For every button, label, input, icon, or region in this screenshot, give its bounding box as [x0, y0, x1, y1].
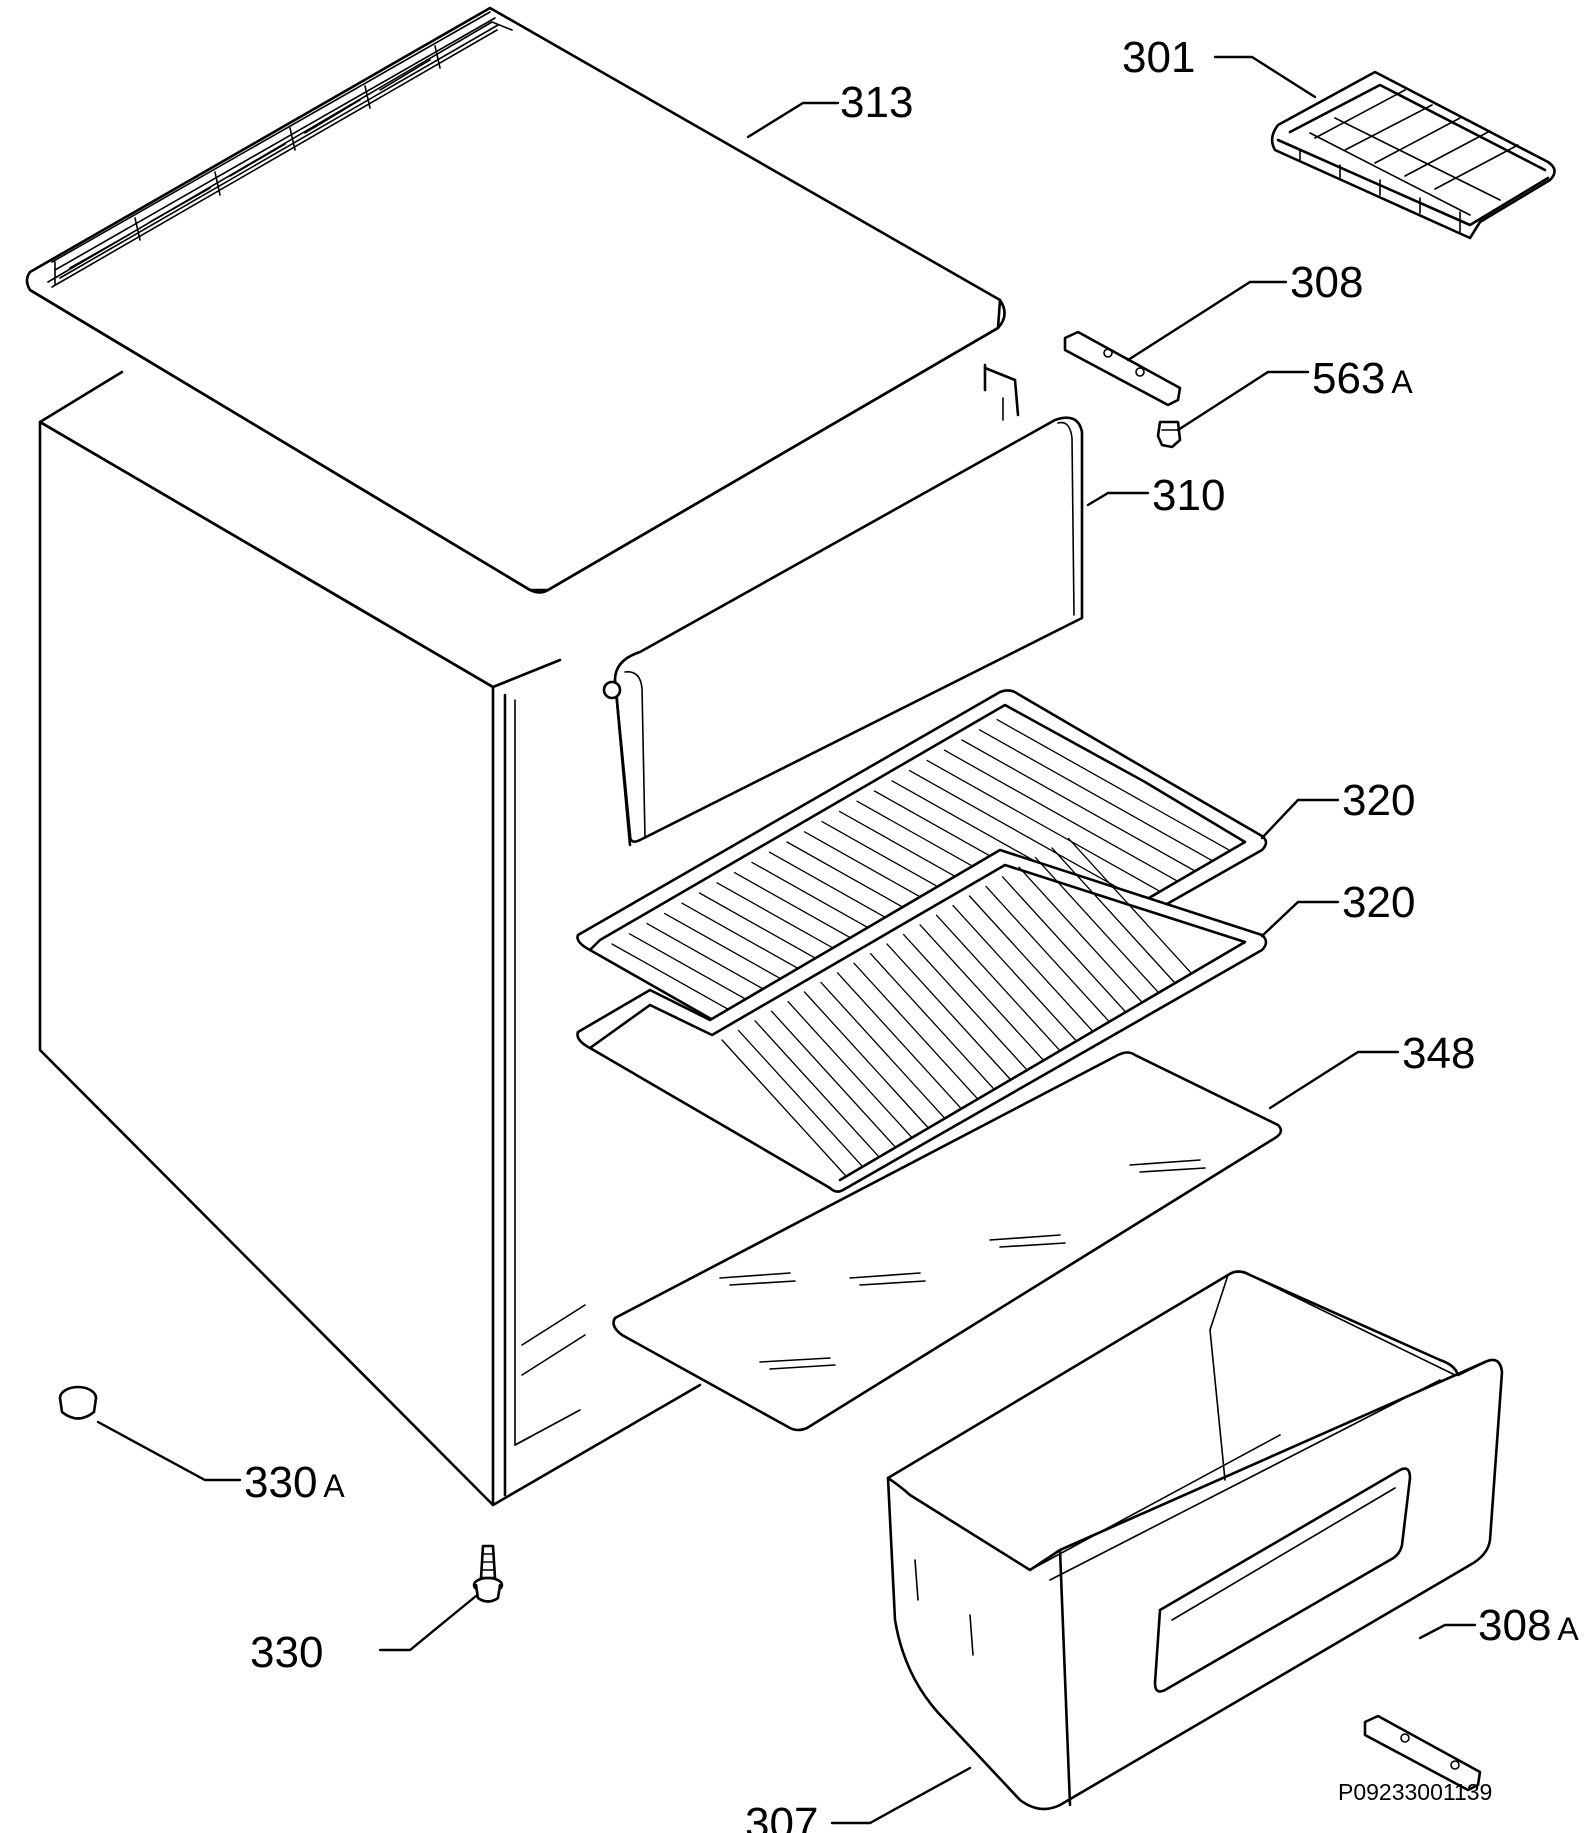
crisper-drawer	[886, 1270, 1504, 1811]
foot-cap	[58, 1385, 98, 1420]
shelf-wire	[770, 1010, 896, 1147]
adjustable-foot	[472, 1544, 504, 1603]
ice-cube-tray	[1270, 70, 1556, 240]
shelf-wire	[908, 769, 1144, 903]
top-cover	[25, 6, 1006, 594]
shelf-wire	[978, 729, 1214, 862]
drip-tray	[602, 416, 1084, 847]
shelf-wire	[1018, 866, 1143, 1003]
glass-plate	[612, 1051, 1283, 1432]
hinge-screw	[1156, 420, 1182, 449]
shelf-wire	[943, 749, 1179, 882]
callout-348: 348	[1402, 1029, 1475, 1078]
callout-320-upper: 320	[1342, 776, 1415, 825]
cabinet-body	[38, 363, 1020, 1507]
shelf-wire	[926, 759, 1161, 893]
shelf-wire	[737, 1029, 863, 1167]
shelf-wire	[836, 972, 962, 1109]
shelf-wire	[985, 885, 1110, 1023]
shelf-wire	[803, 991, 929, 1128]
shelf-wire	[935, 914, 1061, 1051]
shelf-wire	[1051, 847, 1176, 984]
shelf-wire	[1001, 876, 1127, 1013]
drawing-reference-code: P09233001139	[1338, 1779, 1492, 1805]
shelf-wire	[961, 739, 1196, 872]
shelf-wire	[902, 933, 1028, 1071]
leader-lines	[96, 55, 1477, 1825]
callout-320-lower: 320	[1342, 878, 1415, 927]
shelf-wire	[869, 952, 995, 1090]
shelf-wire	[721, 1039, 846, 1176]
callout-301: 301	[1122, 33, 1195, 82]
shelf-wire	[952, 904, 1077, 1042]
callout-313: 313	[840, 78, 913, 127]
shelf-wire	[996, 718, 1231, 852]
shelf-wire	[919, 924, 1044, 1061]
lower-hinge-bracket	[1363, 1714, 1482, 1792]
shelf-wire	[787, 1000, 912, 1138]
shelf-wire	[1067, 837, 1193, 975]
shelf-wire	[886, 943, 1011, 1080]
callout-310: 310	[1152, 471, 1225, 520]
callout-330: 330	[250, 1628, 323, 1677]
shelf-wire	[968, 895, 1094, 1032]
shelf-wire	[820, 981, 945, 1119]
wire-shelf-lower	[576, 837, 1268, 1193]
callout-307: 307	[745, 1799, 818, 1833]
shelf-wire	[754, 1020, 879, 1157]
shelf-wire	[1034, 856, 1160, 994]
hinge-bracket	[1063, 330, 1182, 407]
callout-308: 308	[1290, 258, 1363, 307]
shelf-wire	[853, 962, 978, 1099]
